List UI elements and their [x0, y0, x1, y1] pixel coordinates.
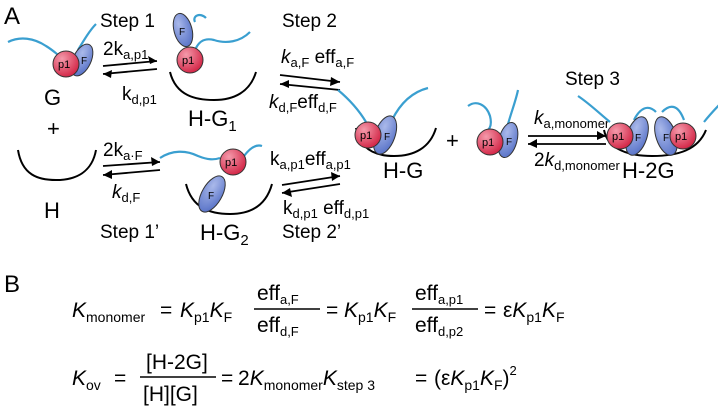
step2-prime-forward-rate: ka,p1effa,p1: [270, 149, 351, 172]
h2g-f-right-label: F: [663, 133, 669, 144]
hg1-p1-label: p1: [182, 55, 194, 67]
step2-forward-rate: ka,F effa,F: [281, 47, 354, 70]
svg-text:=: =: [221, 367, 233, 390]
step1-label: Step 1: [100, 11, 155, 32]
complex-hg2: F p1: [159, 144, 273, 216]
g-f-label: F: [81, 56, 87, 67]
h2g-p1-right-label: p1: [675, 131, 687, 143]
svg-text:Kp1KF: Kp1KF: [344, 299, 396, 325]
h2g-f-left-label: F: [635, 133, 641, 144]
svg-text:=: =: [484, 299, 496, 322]
hg1-f-label: F: [179, 27, 185, 38]
equation-k-ov: Kov = [H-2G] [H][G] = 2KmonomerKstep 3 =…: [72, 351, 517, 406]
g-free-f-label: F: [506, 137, 512, 148]
plus-sign-left: +: [47, 116, 60, 141]
svg-text:εKp1KF: εKp1KF: [503, 299, 565, 325]
step2-reverse-rate: kd,Feffd,F: [269, 92, 337, 115]
step1-prime-label: Step 1’: [100, 222, 159, 243]
species-hg1-label: H-G1: [188, 106, 237, 135]
complex-hg: p1 F: [337, 86, 437, 158]
species-hg-label: H-G: [383, 158, 423, 183]
step2-prime-label: Step 2’: [282, 222, 341, 243]
hg2-p1-label: p1: [225, 157, 237, 169]
svg-text:(εKp1KF)2: (εKp1KF)2: [434, 363, 517, 393]
complex-hg1: F p1: [169, 12, 257, 102]
svg-text:Kmonomer: Kmonomer: [72, 299, 145, 325]
plus-sign-right: +: [446, 128, 459, 153]
species-hg2-label: H-G2: [200, 220, 249, 249]
svg-text:[H-2G]: [H-2G]: [146, 351, 208, 374]
guest-g-molecule: p1 F: [7, 23, 97, 78]
svg-text:effd,p2: effd,p2: [415, 314, 463, 339]
svg-text:effa,p1: effa,p1: [415, 282, 463, 307]
species-h-label: H: [44, 198, 60, 223]
panel-label-b: B: [4, 271, 20, 298]
svg-text:=: =: [114, 367, 126, 390]
g-p1-label: p1: [58, 59, 70, 71]
hg-f-label: F: [384, 132, 390, 143]
svg-text:effd,F: effd,F: [257, 314, 299, 339]
step3-forward-rate: ka,monomer: [534, 108, 610, 131]
step1-prime-forward-rate: 2ka·F: [103, 140, 143, 163]
hg-p1-label: p1: [360, 130, 372, 142]
step1-reverse-rate: kd,p1: [122, 84, 157, 107]
g-free-p1-label: p1: [482, 137, 494, 149]
step2-prime-reverse-rate: kd,p1 effd,p1: [283, 198, 369, 221]
step1-equilibrium-arrows: [102, 56, 158, 78]
host-h-cavity: [17, 149, 97, 182]
svg-text:Kp1KF: Kp1KF: [180, 299, 232, 325]
svg-text:2KmonomerKstep 3: 2KmonomerKstep 3: [238, 367, 375, 393]
svg-text:effa,F: effa,F: [257, 282, 299, 307]
panel-label-a: A: [4, 3, 20, 30]
step2-equilibrium-arrows: [279, 74, 341, 91]
h2g-p1-left-label: p1: [612, 131, 624, 143]
step1-prime-reverse-rate: kd,F: [112, 182, 140, 205]
guest-g-free-molecule: p1 F: [467, 89, 520, 159]
step3-label: Step 3: [565, 69, 620, 90]
complex-h2g: p1 F F p1: [577, 95, 718, 158]
hg2-f-label: F: [208, 191, 214, 202]
step1-prime-equilibrium-arrows: [102, 157, 161, 179]
species-g-label: G: [44, 85, 61, 110]
svg-text:[H][G]: [H][G]: [143, 383, 198, 406]
step3-equilibrium-arrows: [528, 131, 606, 148]
species-h2g-label: H-2G: [622, 158, 675, 183]
step3-reverse-rate: 2kd,monomer: [534, 150, 620, 173]
svg-text:=: =: [326, 299, 338, 322]
svg-text:=: =: [415, 367, 427, 390]
equation-k-monomer: Kmonomer = Kp1KF effa,F effd,F = Kp1KF e…: [72, 282, 565, 339]
svg-text:Kov: Kov: [72, 367, 101, 393]
svg-text:=: =: [160, 299, 172, 322]
step2-prime-equilibrium-arrows: [281, 172, 341, 197]
step1-forward-rate: 2ka,p1: [103, 39, 148, 62]
step2-label: Step 2: [282, 11, 337, 32]
